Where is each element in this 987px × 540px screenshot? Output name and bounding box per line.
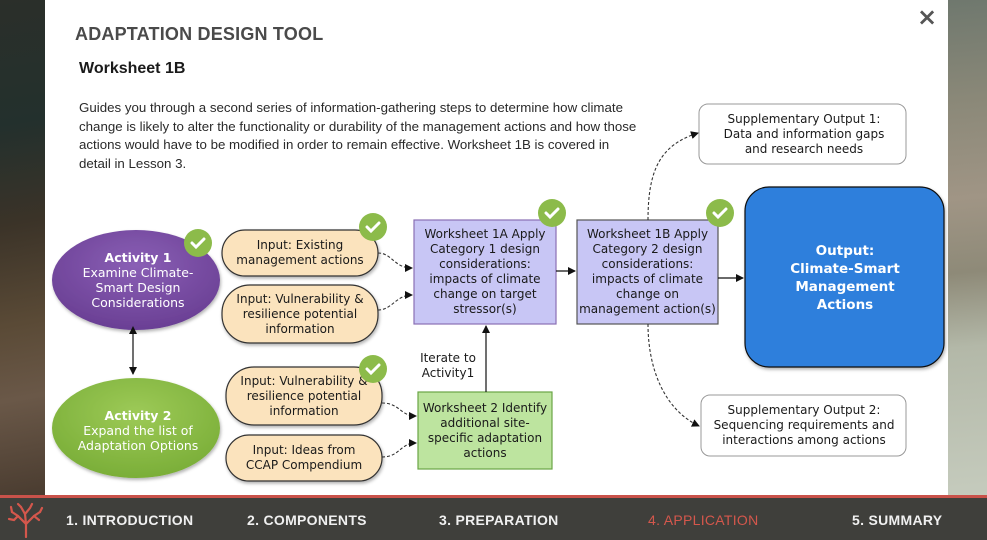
input-ideas-node — [225, 434, 383, 482]
activity1-body: Examine Climate-Smart Design Considerati… — [82, 265, 194, 310]
output-label: Output: Climate-Smart Management Actions — [750, 190, 940, 365]
activity2-node — [52, 378, 220, 478]
connector-1b-to-supp2 — [647, 323, 700, 427]
worksheet-description: Guides you through a second series of in… — [79, 100, 637, 171]
footer-nav-bar: 1. INTRODUCTION 2. COMPONENTS 3. PREPARA… — [0, 495, 987, 540]
activity1-title: Activity 1 — [104, 250, 172, 265]
output-node — [744, 186, 945, 368]
connector-1b-to-supp1 — [647, 131, 699, 221]
input-existing-text: Input: Existing management actions — [236, 238, 364, 267]
nav-components[interactable]: 2. COMPONENTS — [247, 512, 367, 528]
input-vuln2-node — [225, 366, 383, 426]
background-image-right — [948, 0, 987, 495]
worksheet1a-complete-check-icon — [538, 199, 566, 227]
input-vuln2-text: Input: Vulnerability & resilience potent… — [240, 373, 368, 418]
worksheet2-text: Worksheet 2 Identify additional site-spe… — [422, 400, 548, 460]
background-image-left — [0, 0, 45, 495]
supp2-text: Supplementary Output 2: Sequencing requi… — [713, 403, 895, 447]
activity2-body: Expand the list of Adaptation Options — [77, 422, 199, 453]
coral-icon — [7, 502, 44, 538]
nav-introduction[interactable]: 1. INTRODUCTION — [66, 512, 194, 528]
supp2-node — [700, 394, 907, 457]
worksheet1b-text: Worksheet 1B Apply Category 2 design con… — [579, 227, 716, 316]
input-vuln1-text: Input: Vulnerability & resilience potent… — [236, 291, 364, 336]
activity2-label: Activity 2 Expand the list of Adaptation… — [66, 400, 210, 460]
worksheet1b-complete-check-icon — [706, 199, 734, 227]
worksheet1a-text: Worksheet 1A Apply Category 1 design con… — [424, 227, 546, 316]
input-vuln2-complete-check-icon — [359, 355, 387, 383]
nav-preparation[interactable]: 3. PREPARATION — [439, 512, 559, 528]
input-vuln1-node — [221, 284, 379, 344]
connector-vuln2-to-ws2 — [381, 402, 417, 420]
nav-summary[interactable]: 5. SUMMARY — [852, 512, 943, 528]
worksheet-title: Worksheet 1B — [79, 60, 186, 77]
input-ideas-text: Input: Ideas from CCAP Compendium — [245, 443, 363, 472]
input-existing-complete-check-icon — [359, 213, 387, 241]
connector-existing-to-1a — [377, 252, 413, 272]
activity1-label: Activity 1 Examine Climate-Smart Design … — [70, 242, 206, 318]
connector-vuln1-to-1a — [377, 291, 413, 311]
close-icon[interactable]: × — [916, 3, 938, 31]
output-body: Climate-Smart Management Actions — [790, 260, 900, 313]
connector-ideas-to-ws2 — [381, 439, 417, 458]
activity1-complete-check-icon — [184, 229, 212, 257]
worksheet1b-node — [576, 219, 719, 325]
output-title: Output: — [815, 242, 875, 259]
supp1-node — [698, 103, 907, 165]
activity1-node — [52, 230, 220, 330]
iterate-label: Iterate to Activity1 — [420, 351, 476, 380]
activity2-title: Activity 2 — [104, 407, 172, 423]
worksheet2-node — [417, 391, 553, 470]
nav-application[interactable]: 4. APPLICATION — [648, 512, 759, 528]
app-title: ADAPTATION DESIGN TOOL — [75, 24, 324, 44]
worksheet1a-node — [413, 219, 557, 325]
supp1-text: Supplementary Output 1: Data and informa… — [723, 111, 885, 156]
